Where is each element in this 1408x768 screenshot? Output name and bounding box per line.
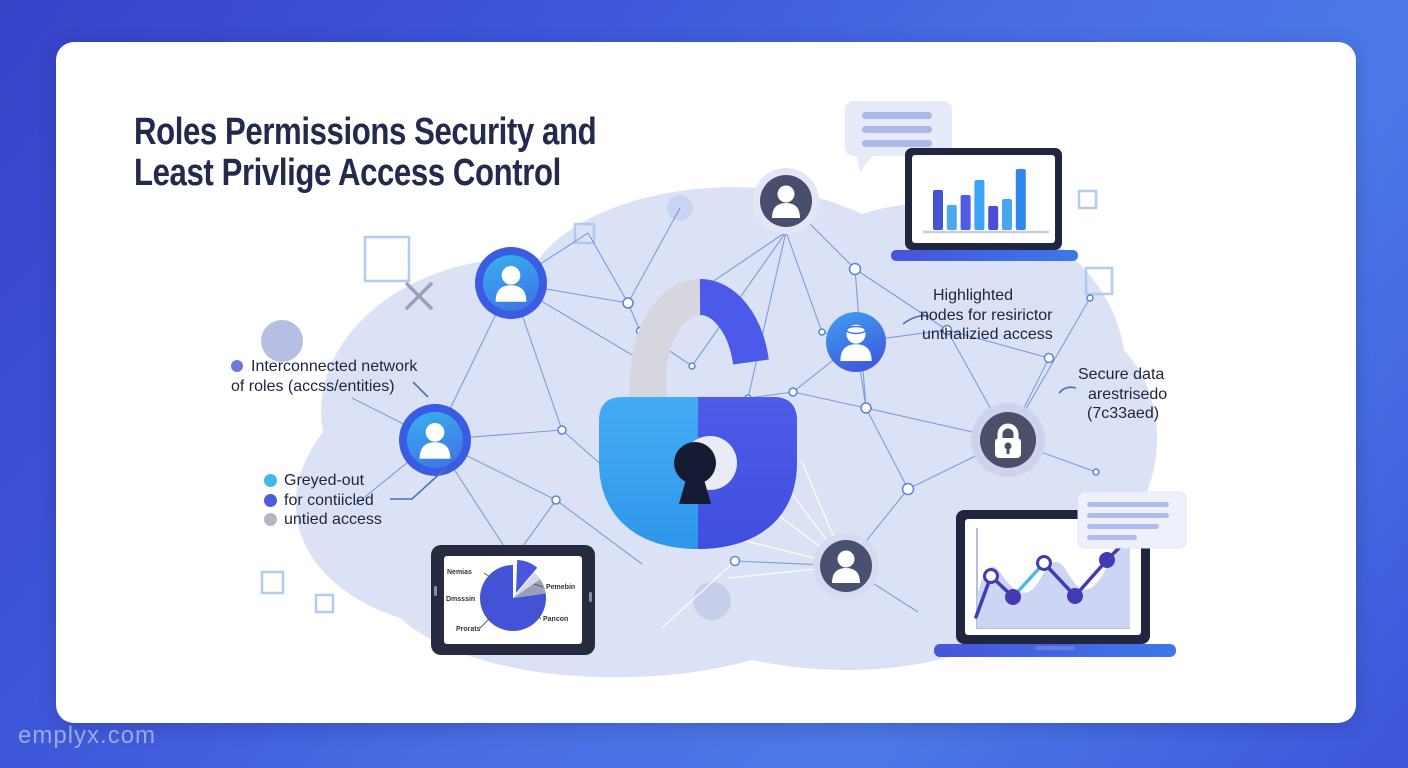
annotation-highlighted: Highlighted nodes for resirictor unthali… <box>920 286 1053 345</box>
secure-line-1: Secure data <box>1078 366 1165 383</box>
pie-label: Pancon <box>543 616 569 623</box>
annotation-secure-data: Secure data arestrisedo (7c33aed) <box>1078 365 1167 424</box>
legend-item: Greyed-out <box>264 471 382 491</box>
legend-label: Greyed-out <box>284 472 365 489</box>
network-line-2: of roles (accss/entities) <box>231 377 395 395</box>
annotation-network: Interconnected network of roles (accss/e… <box>231 357 417 396</box>
legend: Greyed-out for contiicled untied access <box>264 471 382 530</box>
title-line-2: Least Privlige Access Control <box>134 152 561 194</box>
page-title: Roles Permissions Security and Least Pri… <box>134 111 597 194</box>
legend-item: for contiicled <box>264 491 382 511</box>
secure-line-2: arestrisedo <box>1088 385 1168 403</box>
pie-label: Nemias <box>447 569 472 576</box>
watermark: emplyx.com <box>18 722 157 749</box>
pie-label: Prorats <box>456 626 481 633</box>
highlighted-line-2: nodes for resirictor <box>920 306 1053 324</box>
title-line-1: Roles Permissions Security and <box>134 111 597 153</box>
legend-dot-blue-icon <box>264 493 277 507</box>
legend-label: untied access <box>284 511 382 528</box>
legend-dot-cyan-icon <box>264 474 277 488</box>
legend-dot-grey-icon <box>264 513 277 527</box>
pie-label: Dmsssin <box>446 596 476 603</box>
highlighted-line-3: unthalizied access <box>922 326 1053 343</box>
secure-line-3: (7c33aed) <box>1087 405 1160 422</box>
legend-item: untied access <box>264 510 382 530</box>
pie-label: Pemebin <box>546 584 576 591</box>
bullet-dot-icon <box>231 360 243 372</box>
legend-label: for contiicled <box>284 491 374 509</box>
highlighted-line-1: Highlighted <box>933 287 1014 304</box>
network-line-1: Interconnected network <box>251 358 418 375</box>
